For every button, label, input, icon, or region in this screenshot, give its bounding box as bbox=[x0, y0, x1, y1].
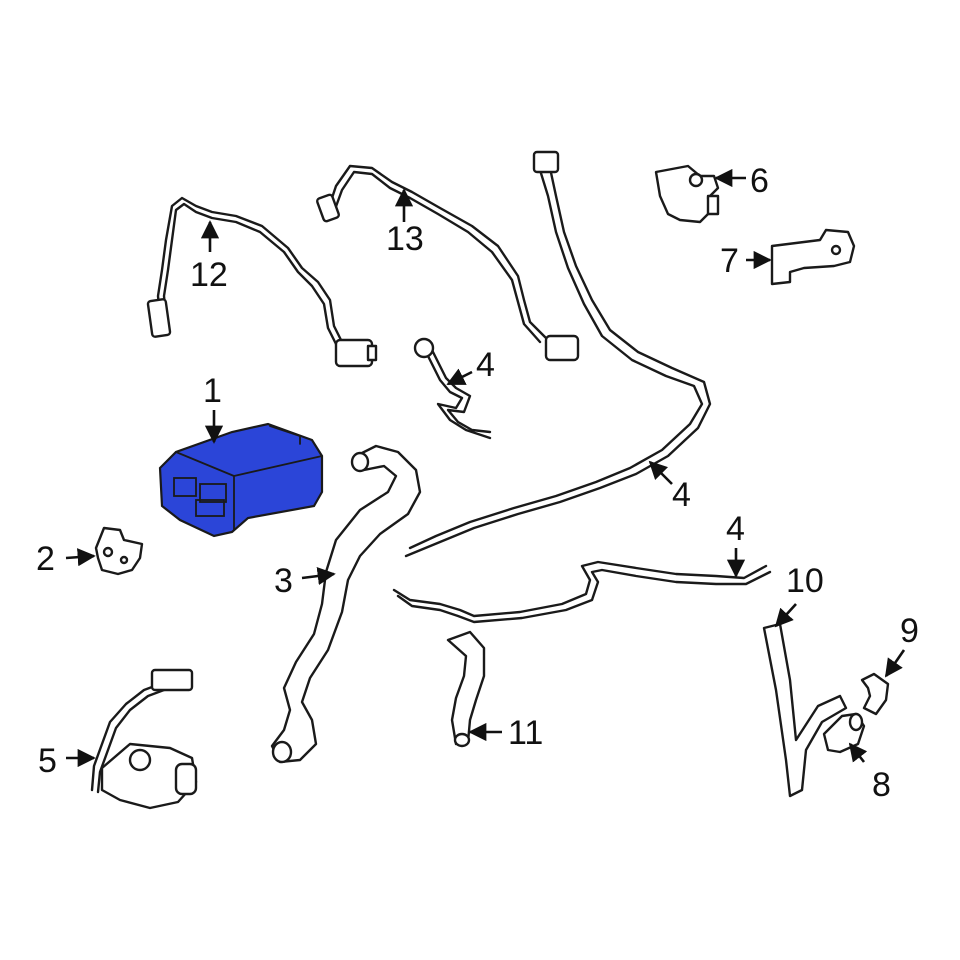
arrow-3 bbox=[301, 567, 336, 586]
callout-9: 9 bbox=[900, 612, 919, 650]
vent-hose[interactable] bbox=[762, 622, 848, 798]
small-hose[interactable] bbox=[860, 672, 890, 716]
callout-8: 8 bbox=[872, 766, 891, 804]
arrow-10 bbox=[774, 603, 797, 628]
vapor-line-long[interactable] bbox=[404, 150, 712, 558]
callout-5: 5 bbox=[38, 742, 57, 780]
callout-13: 13 bbox=[386, 220, 424, 258]
callout-arrows bbox=[65, 168, 906, 768]
callout-4c: 4 bbox=[726, 510, 745, 548]
callout-11: 11 bbox=[508, 714, 543, 752]
canister-bracket[interactable] bbox=[94, 526, 144, 576]
vapor-hose-short[interactable] bbox=[413, 337, 492, 440]
vent-filter[interactable] bbox=[822, 712, 866, 754]
callout-10: 10 bbox=[786, 562, 824, 600]
vapor-line-lower[interactable] bbox=[392, 560, 772, 624]
vapor-canister[interactable] bbox=[158, 422, 324, 538]
arrow-2 bbox=[65, 548, 96, 567]
vent-valve[interactable] bbox=[654, 164, 720, 224]
short-hose[interactable] bbox=[446, 630, 486, 748]
valve-bracket[interactable] bbox=[770, 228, 856, 286]
arrow-4a bbox=[446, 368, 473, 386]
callout-1: 1 bbox=[203, 372, 222, 410]
callout-2: 2 bbox=[36, 540, 55, 578]
arrow-8 bbox=[848, 742, 868, 763]
callout-12: 12 bbox=[190, 256, 228, 294]
arrow-9 bbox=[884, 649, 906, 678]
large-hose[interactable] bbox=[270, 444, 422, 764]
purge-valve[interactable] bbox=[90, 668, 198, 810]
callout-3: 3 bbox=[274, 562, 293, 600]
callout-4b: 4 bbox=[672, 476, 691, 514]
callout-6: 6 bbox=[750, 162, 769, 200]
oxygen-sensor-downstream[interactable] bbox=[316, 164, 580, 362]
callout-labels: 1 2 3 4 4 4 5 6 7 8 9 10 11 12 13 bbox=[36, 162, 919, 804]
callout-4a: 4 bbox=[476, 346, 495, 384]
arrow-4b bbox=[648, 460, 673, 485]
callout-7: 7 bbox=[720, 242, 739, 280]
oxygen-sensor-upstream[interactable] bbox=[146, 196, 378, 368]
